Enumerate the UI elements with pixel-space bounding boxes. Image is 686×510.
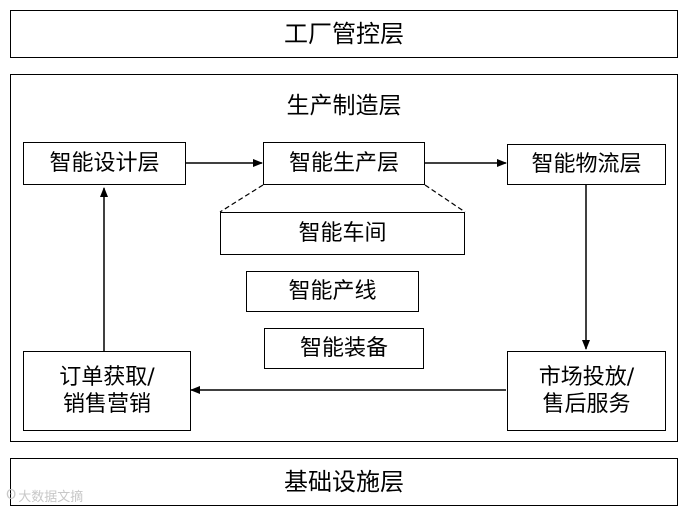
infrastructure-label: 基础设施层 [284,468,404,496]
market-service-node: 市场投放/ 售后服务 [507,351,666,431]
smart-logistics-label: 智能物流层 [531,151,642,177]
smart-production-label: 智能生产层 [288,150,399,176]
weibo-logo-icon: ʘ [6,488,17,503]
smart-design-label: 智能设计层 [49,150,160,176]
factory-control-label: 工厂管控层 [284,20,404,48]
manufacturing-layer-title: 生产制造层 [286,93,402,119]
smart-equipment-label: 智能装备 [299,335,388,361]
smart-logistics-node: 智能物流层 [507,144,666,185]
watermark-text: 大数据文摘 [18,490,84,505]
smart-workshop-node: 智能车间 [220,212,465,255]
smart-line-label: 智能产线 [288,278,377,304]
market-service-label: 市场投放/ 售后服务 [538,364,635,418]
order-sales-label: 订单获取/ 销售营销 [59,364,155,418]
factory-control-layer: 工厂管控层 [10,10,678,58]
order-sales-node: 订单获取/ 销售营销 [23,351,191,431]
smart-design-node: 智能设计层 [23,142,186,185]
smart-workshop-label: 智能车间 [298,220,387,246]
smart-equipment-node: 智能装备 [264,328,424,369]
infrastructure-layer: 基础设施层 [10,458,678,506]
smart-line-node: 智能产线 [246,271,419,312]
watermark: ʘ 大数据文摘 [6,486,83,505]
smart-production-node: 智能生产层 [263,142,425,185]
